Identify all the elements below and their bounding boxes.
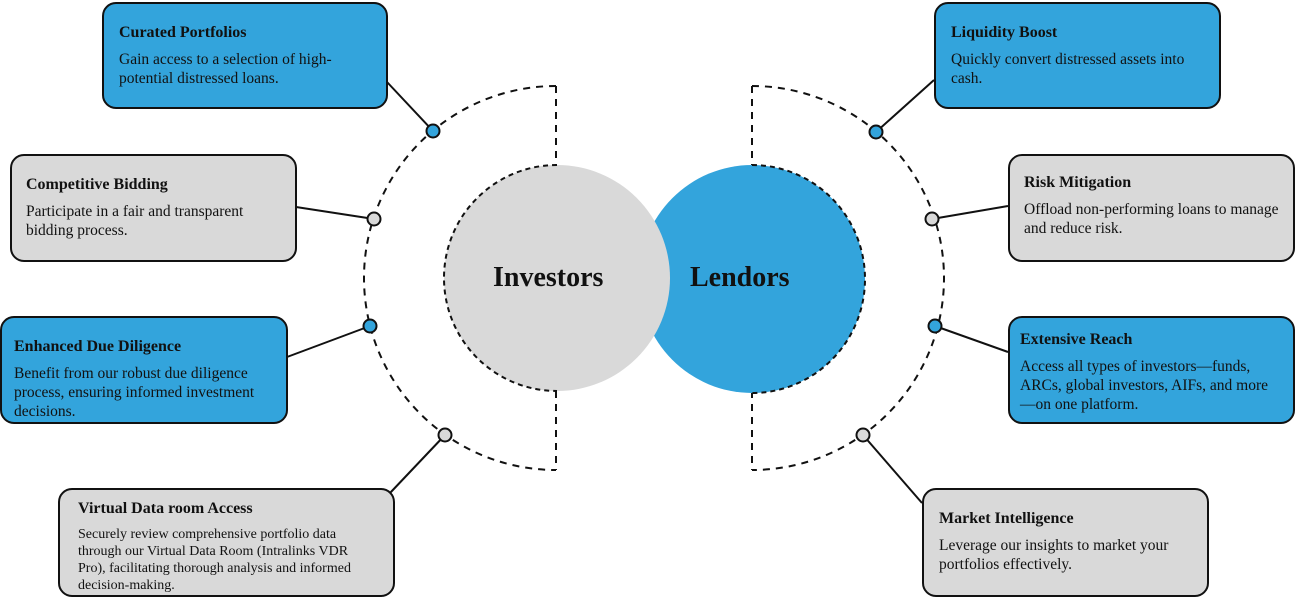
card-title: Competitive Bidding <box>26 176 168 193</box>
lendors-circle <box>639 165 865 393</box>
connector-dot <box>855 427 871 443</box>
card-body: Securely review comprehensive portfolio … <box>78 527 351 593</box>
card-title: Extensive Reach <box>1020 331 1133 348</box>
card-extensive-reach: Extensive Reach Access all types of inve… <box>1008 316 1295 424</box>
connector-dot <box>362 318 378 334</box>
connector-dot <box>924 211 940 227</box>
card-body: Access all types of investors—funds, ARC… <box>1020 358 1268 413</box>
card-body: Leverage our insights to market your por… <box>939 537 1169 573</box>
connector-dot <box>437 427 453 443</box>
card-body: Benefit from our robust due diligence pr… <box>14 365 255 420</box>
card-title: Enhanced Due Diligence <box>14 338 182 355</box>
card-title: Liquidity Boost <box>951 24 1058 41</box>
card-liquidity-boost: Liquidity Boost Quickly convert distress… <box>934 2 1221 109</box>
connector-dot <box>868 124 884 140</box>
investors-outer-arc <box>363 85 557 471</box>
lendors-label: Lendors <box>690 262 790 293</box>
investors-label: Investors <box>493 262 604 293</box>
connector-dot <box>927 318 943 334</box>
card-title: Risk Mitigation <box>1024 174 1132 191</box>
card-risk-mitigation: Risk Mitigation Offload non-performing l… <box>1008 154 1295 262</box>
card-title: Market Intelligence <box>939 510 1074 527</box>
card-title: Curated Portfolios <box>119 24 247 41</box>
lendors-outer-arc <box>751 85 945 471</box>
card-curated-portfolios: Curated Portfolios Gain access to a sele… <box>102 2 388 109</box>
card-body: Gain access to a selection of high-poten… <box>119 51 332 87</box>
card-body: Offload non-performing loans to manage a… <box>1024 201 1279 237</box>
investors-circle <box>444 165 670 391</box>
connector-dot <box>425 123 441 139</box>
card-enhanced-due-diligence: Enhanced Due Diligence Benefit from our … <box>0 316 288 424</box>
card-body: Participate in a fair and transparent bi… <box>26 203 244 239</box>
card-virtual-data-room-access: Virtual Data room Access Securely review… <box>58 488 395 597</box>
card-body: Quickly convert distressed assets into c… <box>951 51 1185 87</box>
card-market-intelligence: Market Intelligence Leverage our insight… <box>922 488 1209 597</box>
card-competitive-bidding: Competitive Bidding Participate in a fai… <box>10 154 297 262</box>
card-title: Virtual Data room Access <box>78 500 253 517</box>
connector-dot <box>366 211 382 227</box>
